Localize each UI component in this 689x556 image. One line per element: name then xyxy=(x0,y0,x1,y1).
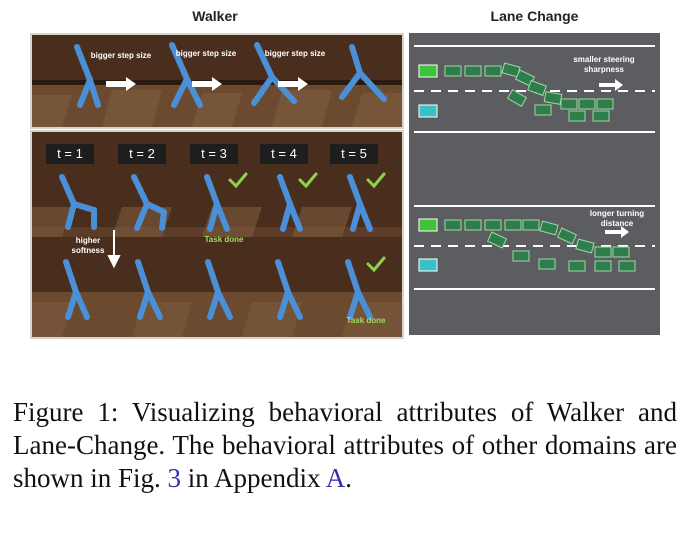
appendix-a-link[interactable]: A xyxy=(325,463,346,493)
higher-softness-label: higher softness xyxy=(71,236,105,255)
walker-title: Walker xyxy=(192,8,238,24)
check-icon xyxy=(366,256,386,273)
walker-softness-scene xyxy=(32,132,402,337)
task-done-label-bottom: Task done xyxy=(346,316,386,325)
step-size-label-3: bigger step size xyxy=(264,49,326,58)
lane-change-panel: smaller steering sharpness longer turnin… xyxy=(409,33,660,335)
turning-distance-label: longer turning distance xyxy=(589,209,645,228)
walker-step-size-panel: bigger step size bigger step size bigger… xyxy=(30,33,404,129)
timestep-5: t = 5 xyxy=(330,144,378,164)
lane-change-scene xyxy=(414,45,655,290)
timestep-1: t = 1 xyxy=(46,144,94,164)
steering-sharpness-label: smaller steering sharpness xyxy=(573,55,635,74)
check-icon xyxy=(366,172,386,189)
walker-softness-panel: t = 1 t = 2 t = 3 t = 4 t = 5 higher sof… xyxy=(30,130,404,339)
caption-end: . xyxy=(345,463,353,493)
check-icon xyxy=(298,172,318,189)
timestep-3: t = 3 xyxy=(190,144,238,164)
check-icon xyxy=(228,172,248,189)
timestep-2: t = 2 xyxy=(118,144,166,164)
caption-text: Figure 1: Visualizing behavioral attribu… xyxy=(13,397,677,493)
caption-middle: in Appendix xyxy=(187,463,321,493)
walker-step-size-scene xyxy=(32,35,402,127)
figure-caption: Figure 1: Visualizing behavioral attribu… xyxy=(13,396,677,495)
lane-change-title: Lane Change xyxy=(490,8,579,24)
figure-3-link[interactable]: 3 xyxy=(167,463,182,493)
step-size-label-2: bigger step size xyxy=(175,49,237,58)
task-done-label-top: Task done xyxy=(204,235,244,244)
timestep-4: t = 4 xyxy=(260,144,308,164)
step-size-label-1: bigger step size xyxy=(90,51,152,60)
